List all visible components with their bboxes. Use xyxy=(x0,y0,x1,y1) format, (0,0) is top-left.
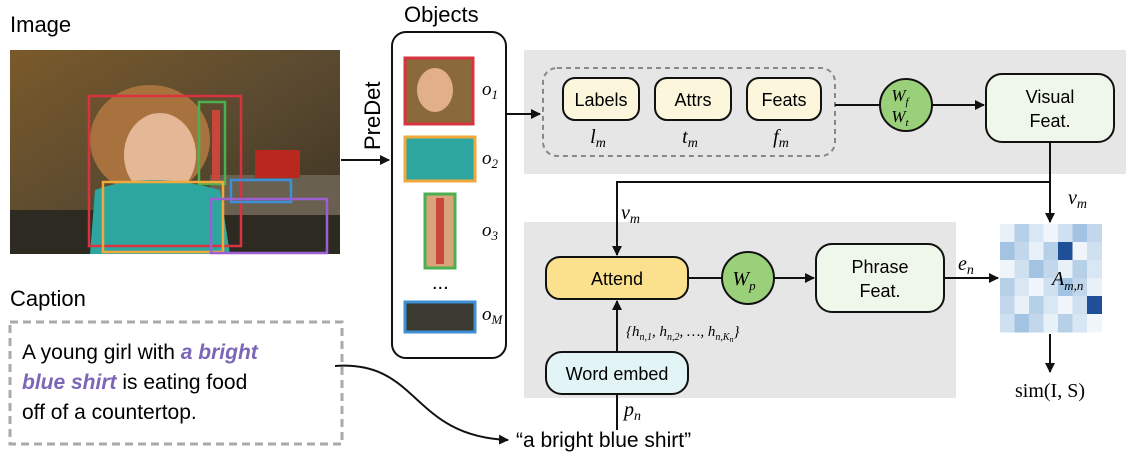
matrix-cell xyxy=(1000,242,1015,261)
vm-right-label: vm xyxy=(1068,187,1087,212)
detection-box-red xyxy=(87,94,243,248)
feats-symbol: fm xyxy=(773,126,789,151)
visual-to-attend-arrow xyxy=(612,181,1050,256)
matrix-cell xyxy=(1029,260,1044,279)
detection-box-orange xyxy=(101,180,225,254)
labels-box-text: Labels xyxy=(574,90,627,110)
attrs-box xyxy=(654,77,732,121)
phrase-quote: “a bright blue shirt” xyxy=(516,429,691,452)
object-label-2: o2 xyxy=(482,148,499,171)
attention-matrix xyxy=(1000,224,1102,333)
matrix-cell xyxy=(1058,260,1073,279)
caption-label: Caption xyxy=(10,286,86,311)
attend-text: Attend xyxy=(591,269,643,289)
matrix-cell xyxy=(1072,260,1088,279)
object-thumb-1 xyxy=(403,56,475,126)
visual-feat-line2: Feat. xyxy=(1029,111,1070,131)
matrix-cell xyxy=(1072,296,1088,315)
objects-label: Objects xyxy=(404,2,479,27)
detection-box-blue xyxy=(229,178,293,204)
matrix-cell xyxy=(1000,296,1015,315)
matrix-cell xyxy=(1014,242,1030,261)
matrix-cell xyxy=(1087,224,1102,243)
object-thumb-m xyxy=(403,300,477,334)
matrix-cell xyxy=(1029,224,1044,243)
matrix-cell xyxy=(1072,242,1088,261)
caption-line-2: blue shirt is eating food xyxy=(22,371,247,394)
caption-line-1: A young girl with a bright xyxy=(22,341,259,364)
matrix-cell xyxy=(1043,278,1059,297)
word-embed-text: Word embed xyxy=(566,364,669,384)
matrix-cell xyxy=(1014,224,1030,243)
visual-feat-line1: Visual xyxy=(1026,87,1075,107)
caption-line-3: off of a countertop. xyxy=(22,401,197,424)
matrix-cell xyxy=(1029,314,1044,333)
matrix-cell xyxy=(1087,242,1102,261)
matrix-cell xyxy=(1058,314,1073,333)
detection-box-purple xyxy=(209,197,329,255)
matrix-cell xyxy=(1058,296,1073,315)
matrix-cell xyxy=(1043,314,1059,333)
matrix-cell xyxy=(1000,314,1015,333)
visual-feat-box xyxy=(985,73,1115,143)
matrix-cell xyxy=(1014,314,1030,333)
detection-box-green xyxy=(197,100,227,186)
caption-box xyxy=(8,320,344,446)
matrix-cell xyxy=(1087,278,1102,297)
matrix-cell xyxy=(1072,224,1088,243)
input-photo xyxy=(10,50,340,254)
object-ellipsis: ... xyxy=(432,272,449,294)
labels-box xyxy=(562,77,640,121)
object-thumb-2 xyxy=(403,135,477,183)
matrix-cell xyxy=(1000,278,1015,297)
matrix-cell xyxy=(1087,260,1102,279)
matrix-cell xyxy=(1087,296,1102,315)
predet-label: PreDet xyxy=(360,82,385,150)
matrix-cell xyxy=(1072,314,1088,333)
en-label: en xyxy=(958,253,974,278)
matrix-cell xyxy=(1043,260,1059,279)
feats-box-text: Feats xyxy=(761,90,806,110)
vm-left-label: vm xyxy=(621,202,640,227)
matrix-cell xyxy=(1072,278,1088,297)
object-thumb-3 xyxy=(423,192,457,270)
matrix-label: Am,n xyxy=(1050,268,1083,293)
matrix-cell xyxy=(1058,242,1073,261)
weight-t: Wt xyxy=(891,107,909,129)
caption-to-phrase-curve xyxy=(334,364,509,445)
sim-label: sim(I, S) xyxy=(1015,380,1085,402)
matrix-cell xyxy=(1043,224,1059,243)
matrix-cell xyxy=(1043,296,1059,315)
matrix-cell xyxy=(1087,314,1102,333)
object-label-3: o3 xyxy=(482,220,499,243)
image-label: Image xyxy=(10,12,71,37)
pn-label: pn xyxy=(622,399,641,424)
phrase-feat-line2: Feat. xyxy=(859,281,900,301)
hidden-seq-label: {hn,1, hn,2, …, hn,Kn} xyxy=(626,324,740,344)
object-label-m: oM xyxy=(482,304,504,327)
phrase-feat-line1: Phrase xyxy=(851,257,908,277)
matrix-cell xyxy=(1014,278,1030,297)
matrix-cell xyxy=(1000,224,1015,243)
matrix-cell xyxy=(1014,260,1030,279)
matrix-cell xyxy=(1029,278,1044,297)
attrs-symbol: tm xyxy=(682,126,698,151)
matrix-cell xyxy=(1029,242,1044,261)
phrase-feat-box xyxy=(815,243,945,313)
matrix-cell xyxy=(1000,260,1015,279)
matrix-cell xyxy=(1014,296,1030,315)
matrix-cell xyxy=(1043,242,1059,261)
labels-symbol: lm xyxy=(590,126,606,151)
object-label-1: o1 xyxy=(482,79,498,102)
weight-f: Wf xyxy=(891,86,910,108)
attrs-box-text: Attrs xyxy=(674,90,711,110)
features-dashed-group xyxy=(542,67,836,157)
wp-label: Wp xyxy=(732,268,756,293)
matrix-cell xyxy=(1058,224,1073,243)
feats-box xyxy=(746,77,822,121)
matrix-cell xyxy=(1029,296,1044,315)
matrix-cell xyxy=(1058,278,1073,297)
